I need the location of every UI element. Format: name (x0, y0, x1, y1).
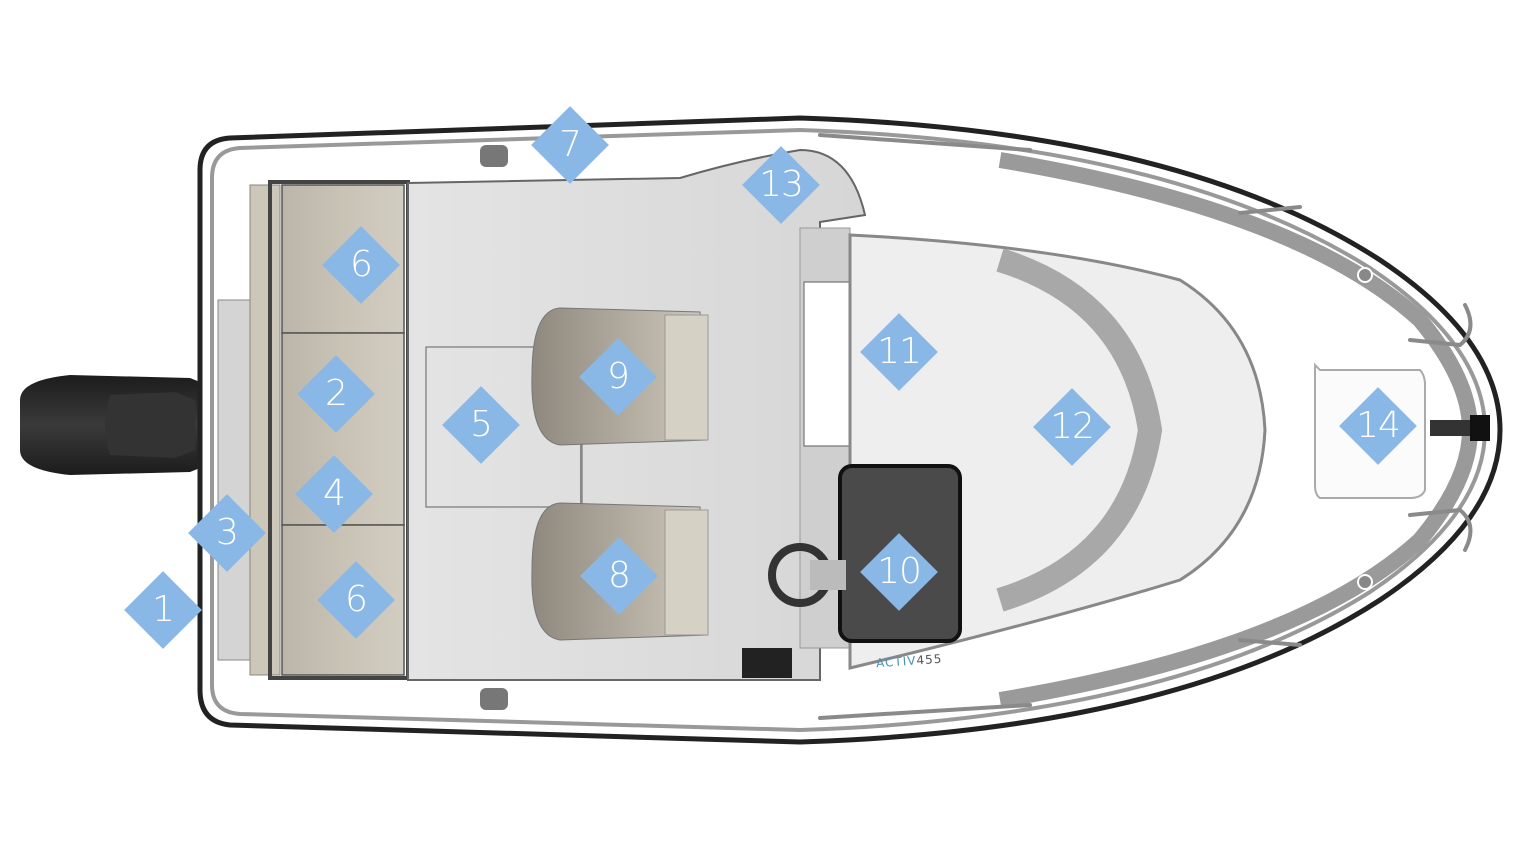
grab-rails (818, 133, 1473, 720)
marker-number: 5 (470, 404, 493, 445)
callout-marker-1[interactable]: 1 (124, 571, 202, 649)
marker-number: 10 (877, 551, 922, 592)
callout-marker-13[interactable]: 13 (742, 146, 820, 224)
callout-marker-10[interactable]: 10 (860, 533, 938, 611)
callout-marker-3[interactable]: 3 (188, 494, 266, 572)
callout-marker-7[interactable]: 7 (531, 106, 609, 184)
marker-number: 7 (559, 124, 582, 165)
callout-marker-2[interactable]: 2 (297, 355, 375, 433)
marker-number: 14 (1356, 405, 1401, 446)
callout-marker-8[interactable]: 8 (580, 537, 658, 615)
marker-number: 6 (350, 244, 373, 285)
marker-number: 11 (877, 331, 922, 372)
callout-marker-11[interactable]: 11 (860, 313, 938, 391)
marker-number: 4 (323, 473, 346, 514)
marker-number: 13 (759, 164, 804, 205)
marker-number: 8 (608, 555, 631, 596)
marker-number: 6 (345, 579, 368, 620)
marker-number: 9 (607, 356, 630, 397)
marker-number: 3 (216, 512, 239, 553)
callout-marker-12[interactable]: 12 (1033, 388, 1111, 466)
outboard-motor (20, 375, 222, 475)
callout-marker-9[interactable]: 9 (579, 338, 657, 416)
marker-number: 12 (1050, 406, 1095, 447)
marker-number: 2 (325, 373, 348, 414)
callout-marker-6[interactable]: 6 (317, 561, 395, 639)
callout-marker-5[interactable]: 5 (442, 386, 520, 464)
marker-number: 1 (152, 589, 175, 630)
callout-marker-4[interactable]: 4 (295, 455, 373, 533)
callout-marker-6[interactable]: 6 (322, 226, 400, 304)
callout-marker-14[interactable]: 14 (1339, 387, 1417, 465)
